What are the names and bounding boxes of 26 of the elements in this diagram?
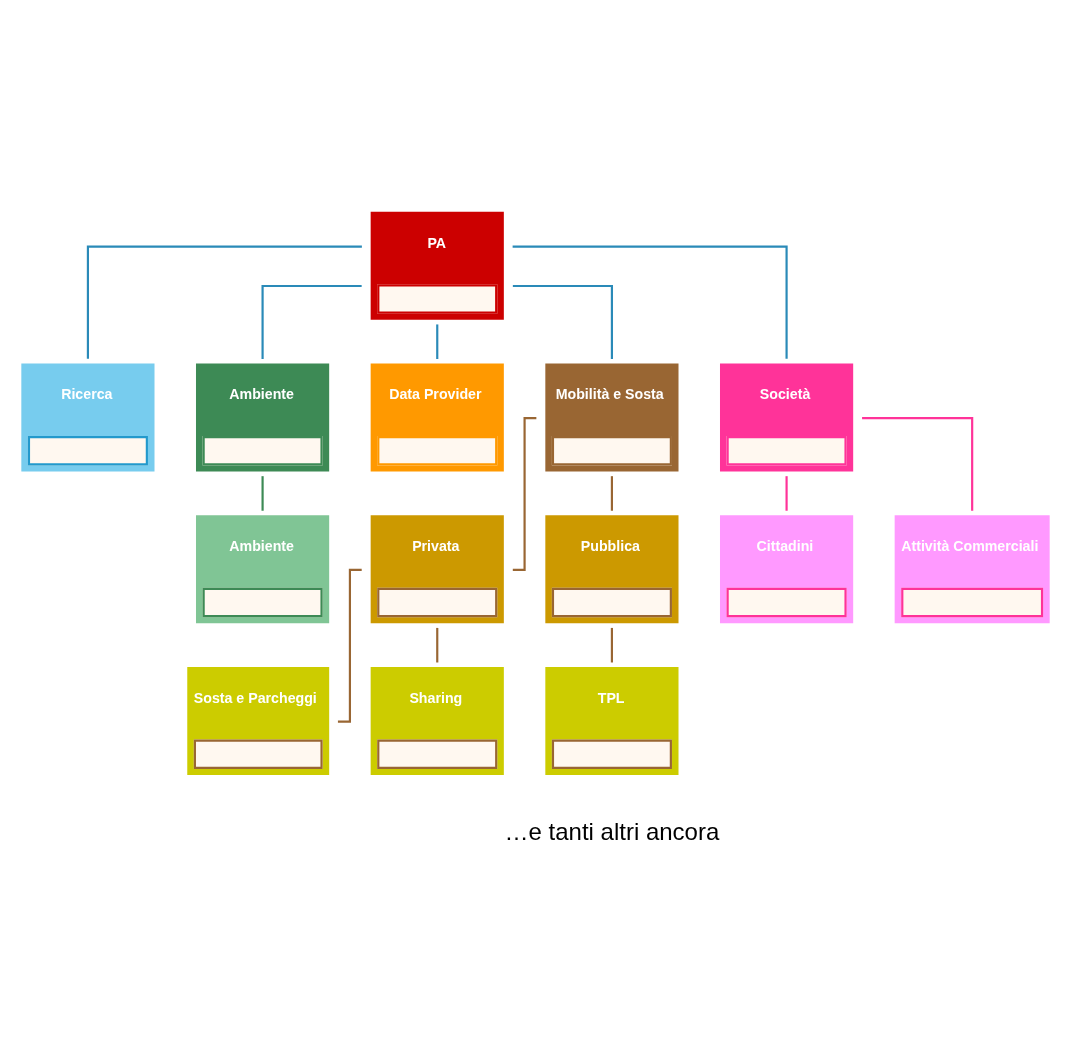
node-box: Pubblica [545,515,679,624]
node-box: TPL [545,666,679,776]
connector [610,476,613,511]
connector [436,324,439,359]
connector [512,245,788,359]
connector [436,627,439,663]
node-box: Ambiente [196,363,330,472]
node-box: Sosta e Parcheggi [187,666,330,776]
connector [785,476,788,511]
connector [862,416,974,511]
node-box: Data Provider [370,363,504,472]
label: …e tanti altri ancora [504,818,720,846]
connector [261,284,362,360]
node-box: Cittadini [720,515,854,624]
connector [86,245,362,359]
connector [610,627,613,663]
node-box: Mobilità e Sosta [545,363,679,472]
connector [261,476,264,511]
node-box: Società [720,363,854,472]
node-box: PA [370,211,504,320]
node-box: Sharing [370,666,504,776]
node-box: Ambiente [196,515,330,624]
node-box: Privata [370,515,504,624]
connector [512,284,613,360]
node-box: Attività Commerciali [894,515,1050,624]
node-box: Ricerca [21,363,155,472]
